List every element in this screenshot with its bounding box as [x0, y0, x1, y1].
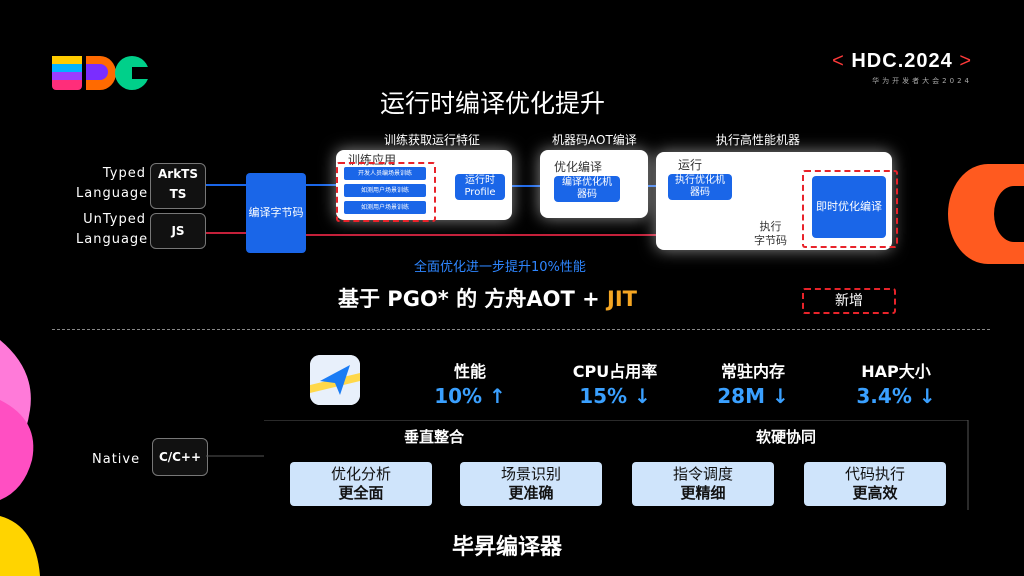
- aot-jit-headline: 基于 PGO* 的 方舟AOT + JIT: [338, 287, 637, 311]
- training-dashed-outline: [336, 162, 436, 222]
- bracket-left: <: [832, 50, 845, 72]
- metric-hap-size: HAP大小 3.4% ↓: [856, 362, 936, 408]
- performance-caption: 全面优化进一步提升10%性能: [414, 260, 586, 275]
- metric-performance: 性能 10% ↑: [434, 362, 506, 408]
- jit-label: JIT: [607, 287, 637, 311]
- event-subtitle: 华为开发者大会2024: [872, 77, 972, 85]
- section-vertical-integration: 垂直整合: [404, 428, 465, 446]
- feature-instruction-scheduling: 指令调度更精细: [632, 462, 774, 506]
- navigation-app-icon: [310, 355, 360, 405]
- jit-optimize-box: 即时优化编译: [812, 176, 886, 238]
- train-row-3: 如测用户场景训练: [344, 201, 426, 214]
- train-row-2: 如测用户场景训练: [344, 184, 426, 197]
- event-badge: < HDC.2024 > 华为开发者大会2024: [832, 50, 972, 86]
- untyped-language-label: UnTyped Language: [76, 212, 149, 247]
- pink-yellow-deco-shape: [0, 340, 40, 576]
- cpp-lang-box: C/C++: [152, 438, 208, 476]
- feature-code-execution: 代码执行更高效: [804, 462, 946, 506]
- typed-lang-box: ArkTS TS: [150, 163, 206, 209]
- stage-execute-label: 执行高性能机器: [716, 133, 801, 147]
- stage-aot-label: 机器码AOT编译: [552, 133, 637, 147]
- section-divider: [52, 329, 990, 330]
- compile-optimized-box: 编译优化机器码: [554, 176, 620, 202]
- stage-training-label: 训练获取运行特征: [384, 133, 481, 147]
- feature-optimization-analysis: 优化分析更全面: [290, 462, 432, 506]
- execute-bytecode-label: 执行 字节码: [754, 220, 787, 247]
- page-title: 运行时编译优化提升: [380, 89, 606, 118]
- metric-cpu: CPU占用率 15% ↓: [572, 362, 658, 408]
- jit-dashed-outline: [802, 170, 898, 248]
- js-lang-box: JS: [150, 213, 206, 249]
- bisheng-compiler-title: 毕昇编译器: [452, 535, 563, 560]
- event-title: HDC.2024: [851, 50, 953, 72]
- section-hw-sw: 软硬协同: [756, 428, 817, 446]
- execute-optimized-box: 执行优化机器码: [668, 174, 732, 200]
- ts-label: TS: [169, 187, 187, 201]
- bracket-right: >: [959, 50, 972, 72]
- new-label: 新增: [802, 288, 896, 314]
- arkts-label: ArkTS: [157, 167, 198, 181]
- feature-scene-recognition: 场景识别更准确: [460, 462, 602, 506]
- compile-bytecode-box: 编译字节码: [246, 173, 306, 253]
- train-row-1: 开发人员编场景训练: [344, 167, 426, 180]
- run-label: 运行: [678, 158, 703, 172]
- orange-deco-shape: [948, 164, 1024, 264]
- typed-language-label: Typed Language: [76, 166, 149, 201]
- native-label: Native: [92, 452, 141, 467]
- metric-memory: 常驻内存 28M ↓: [717, 362, 789, 408]
- optimize-compile-label: 优化编译: [554, 160, 603, 174]
- hdc-logo: [52, 56, 152, 90]
